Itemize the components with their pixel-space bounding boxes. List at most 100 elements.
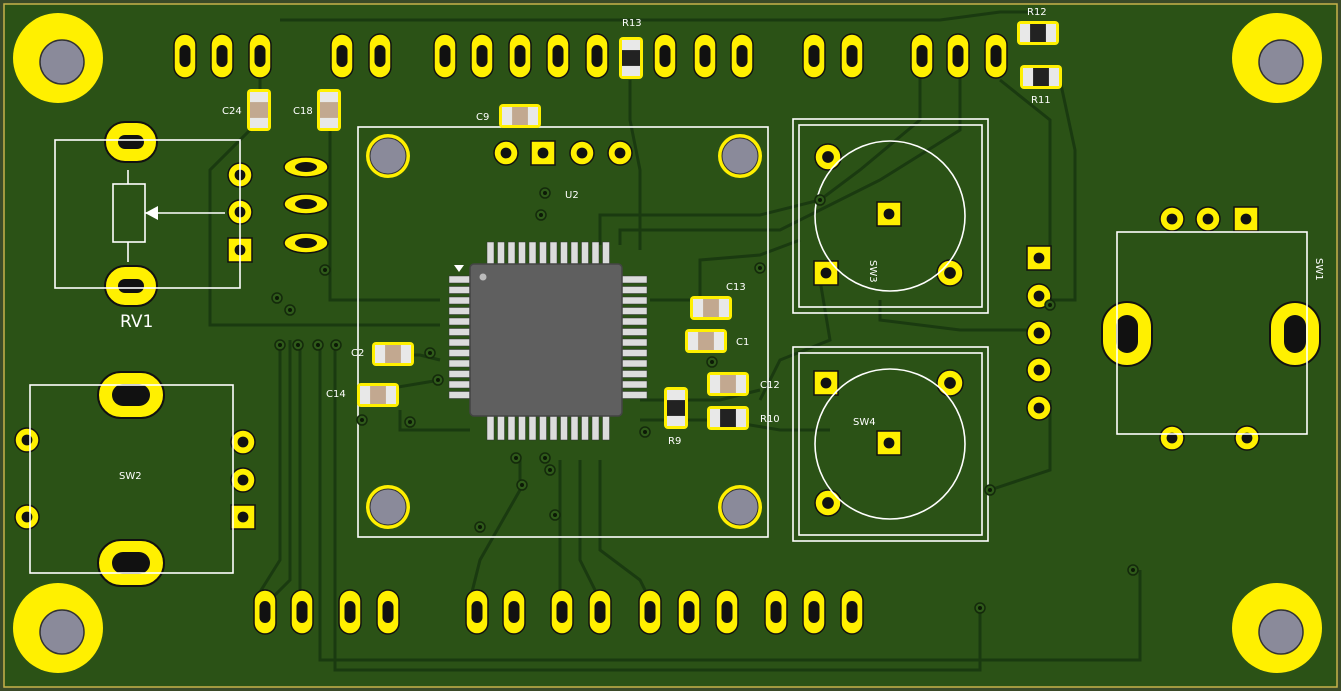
smd-capacitor[interactable] [372, 342, 414, 366]
socket-hole [721, 137, 759, 175]
mounting-holes [13, 13, 1322, 673]
header-pin[interactable] [465, 589, 489, 635]
through-hole-pin[interactable] [230, 504, 256, 530]
mounting-hole [39, 609, 85, 655]
header-pin[interactable] [585, 33, 609, 79]
label-c24: C24 [222, 106, 242, 117]
smd-capacitor[interactable] [357, 383, 399, 407]
header-pin[interactable] [253, 589, 277, 635]
through-hole-pin[interactable] [1026, 283, 1052, 309]
smd-capacitor[interactable] [499, 104, 541, 128]
header-pin[interactable] [546, 33, 570, 79]
smd-capacitor[interactable] [707, 372, 749, 396]
header-pin[interactable] [283, 156, 329, 178]
header-pin[interactable] [283, 193, 329, 215]
via-hole [316, 343, 320, 347]
via-hole [1048, 303, 1052, 307]
via-hole [360, 418, 364, 422]
header-pin[interactable] [248, 33, 272, 79]
smd-capacitor[interactable] [247, 89, 271, 131]
through-hole-pin[interactable] [813, 370, 839, 396]
smd-capacitor[interactable] [317, 89, 341, 131]
header-pin[interactable] [588, 589, 612, 635]
header-pin[interactable] [283, 232, 329, 254]
through-hole-pin[interactable] [1026, 395, 1052, 421]
through-hole-pin[interactable] [936, 369, 964, 397]
via-hole [323, 268, 327, 272]
through-hole-pin[interactable] [814, 489, 842, 517]
through-hole-pin[interactable] [813, 260, 839, 286]
smd-resistor[interactable] [1017, 21, 1059, 45]
label-r9: R9 [668, 436, 681, 447]
through-hole-pin[interactable] [230, 429, 256, 455]
through-hole-pin[interactable] [493, 140, 519, 166]
pin-hole [808, 45, 820, 67]
through-hole-pin[interactable] [1233, 206, 1259, 232]
smd-terminal [320, 117, 338, 128]
through-hole-pin[interactable] [876, 430, 902, 456]
header-pin[interactable] [290, 589, 314, 635]
header-pin[interactable] [376, 589, 400, 635]
ic-pin1-marker [479, 273, 487, 281]
through-hole-pin[interactable] [1026, 357, 1052, 383]
pin-hole [476, 45, 488, 67]
pad-hole [1033, 252, 1045, 264]
header-pin[interactable] [840, 33, 864, 79]
smd-terminal [1023, 68, 1034, 86]
header-pin[interactable] [840, 589, 864, 635]
silkscreen-labels: R13 R12 R11 C24 C18 C9 U2 C13 C1 C2 C14 … [119, 7, 1324, 482]
through-hole-pin[interactable] [530, 140, 556, 166]
through-hole-pin[interactable] [1234, 425, 1260, 451]
smd-resistor[interactable] [1020, 65, 1062, 89]
header-pin[interactable] [470, 33, 494, 79]
through-hole-pin[interactable] [876, 201, 902, 227]
rv1-mount-hole [118, 279, 144, 293]
smd-capacitor[interactable] [690, 296, 732, 320]
header-pin[interactable] [984, 33, 1008, 79]
header-pin[interactable] [502, 589, 526, 635]
through-hole-pin[interactable] [1159, 206, 1185, 232]
through-hole-pin[interactable] [1026, 320, 1052, 346]
pin-hole [808, 601, 820, 623]
header-pin[interactable] [693, 33, 717, 79]
header-pin[interactable] [330, 33, 354, 79]
header-pin[interactable] [338, 589, 362, 635]
header-pin[interactable] [210, 33, 234, 79]
smd-capacitor[interactable] [685, 329, 727, 353]
label-r12: R12 [1027, 7, 1047, 18]
ic-pin-bottom [539, 414, 547, 441]
header-pin[interactable] [173, 33, 197, 79]
header-pin[interactable] [946, 33, 970, 79]
through-hole-pin[interactable] [1195, 206, 1221, 232]
smd-resistor[interactable] [619, 37, 643, 79]
microcontroller-ic[interactable] [448, 241, 648, 441]
header-pin[interactable] [433, 33, 457, 79]
header-pin[interactable] [638, 589, 662, 635]
through-hole-pin[interactable] [936, 259, 964, 287]
through-hole-pin[interactable] [1026, 245, 1052, 271]
header-pin[interactable] [715, 589, 739, 635]
through-hole-pin[interactable] [14, 504, 40, 530]
header-pin[interactable] [677, 589, 701, 635]
header-pin[interactable] [550, 589, 574, 635]
smd-resistor[interactable] [707, 406, 749, 430]
via-hole [478, 525, 482, 529]
header-pin[interactable] [653, 33, 677, 79]
through-hole-pin[interactable] [569, 140, 595, 166]
through-hole-pin[interactable] [607, 140, 633, 166]
through-hole-pin[interactable] [814, 143, 842, 171]
header-pin[interactable] [802, 589, 826, 635]
header-pin[interactable] [368, 33, 392, 79]
through-hole-pin[interactable] [1159, 425, 1185, 451]
via-hole [539, 213, 543, 217]
header-pin[interactable] [730, 33, 754, 79]
header-pin[interactable] [764, 589, 788, 635]
ic-pin-bottom [591, 414, 600, 441]
header-pin[interactable] [508, 33, 532, 79]
pad-hole [237, 511, 249, 523]
through-hole-pin[interactable] [14, 427, 40, 453]
header-pin[interactable] [802, 33, 826, 79]
through-hole-pin[interactable] [230, 467, 256, 493]
smd-resistor[interactable] [664, 387, 688, 429]
header-pin[interactable] [910, 33, 934, 79]
